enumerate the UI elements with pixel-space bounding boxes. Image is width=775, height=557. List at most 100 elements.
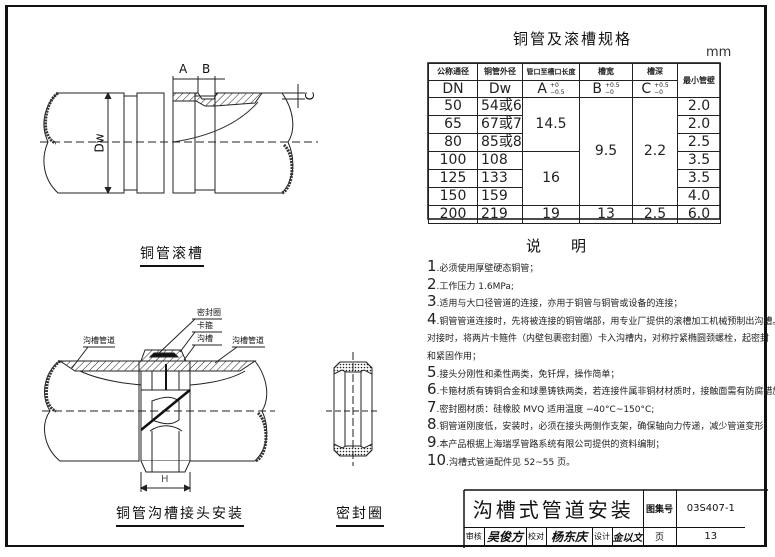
dim-dw-label: Dw: [92, 133, 107, 153]
label-seal-ring: 密封圈: [197, 308, 221, 317]
bolt-diagonal: [140, 389, 191, 431]
label-pipe-left: 沟槽管道: [83, 336, 115, 345]
note-item: 9.本产品根据上海瑞孚管路系统有限公司提供的资料编制；: [427, 432, 665, 451]
left-groove: [123, 95, 138, 191]
col-dw-cn: 铜管外径: [477, 63, 523, 81]
dim-c-label: C: [303, 91, 318, 101]
header-row-1: 公称通径 铜管外径 管口至槽口长度 槽宽 槽深 最小管壁: [428, 63, 721, 98]
dim-h-label: H: [161, 474, 169, 485]
cell-c-200: 2.5: [632, 205, 678, 224]
groove-section: [172, 92, 263, 107]
note-item: 6.卡箍材质有铸铜合金和球墨铸铁两类，若连接件属非铜材材质时，接触面需有防腐措施…: [427, 380, 775, 399]
dim-a-label: A: [179, 62, 188, 76]
cell-a-group1: 14.5: [522, 97, 580, 152]
notes-list: 1.必须使用厚壁硬态铜管； 2.工作压力 1.6MPa; 3.适用与大口径管道的…: [427, 257, 775, 469]
col-c-sym-cell: C+0.5−0: [632, 80, 678, 98]
cell-wall: 2.0: [677, 97, 721, 116]
cell-wall: 2.5: [677, 133, 721, 152]
label-groove: 沟槽: [197, 334, 213, 343]
spec-table: 公称通径 铜管外径 管口至槽口长度 槽宽 槽深 最小管壁 DN Dw A+0−0…: [428, 63, 721, 224]
note-item: 1.必须使用厚壁硬态铜管；: [427, 257, 539, 275]
col-b-tol-low: −0: [605, 89, 614, 96]
note-item: 和紧固作用；: [427, 351, 482, 362]
dim-b-label: B: [202, 62, 211, 76]
review-signature: 吴俊方: [483, 526, 527, 545]
note-item: 3.适用与大口径管道的连接，亦用于铜管与铜管或设备的连接；: [427, 292, 683, 311]
col-c-sym: C: [641, 81, 652, 97]
col-dw-sym: Dw: [477, 80, 523, 98]
note-item: 7.密封圈材质：硅橡胶 MVQ 适用温度 −40°C~150°C;: [427, 397, 655, 416]
seal-ring-drawing: [326, 352, 380, 466]
col-b-tol-up: +0.5: [605, 82, 620, 89]
check-label: 校对: [525, 526, 547, 545]
cell-dw: 159: [477, 187, 523, 206]
left-collar: [136, 92, 165, 194]
note-item: 对接时，将两片卡箍件（内壁包裹密封圈）卡入沟槽内，对称拧紧椭圆颈螺栓，起密封: [427, 334, 770, 345]
right-pipe-end-wall: [281, 143, 294, 195]
page-label: 页: [642, 526, 677, 545]
title-block: 沟槽式管道安装 图集号 03S407-1 审核 吴俊方 校对 杨东庆 设计 金以…: [464, 490, 746, 545]
design-signature: 金以文: [611, 526, 644, 545]
col-a-sym: A: [537, 81, 547, 97]
col-dn-cn: 公称通径: [428, 63, 478, 81]
col-c-tol-low: −0: [654, 89, 663, 96]
joint-drawing: [42, 318, 275, 492]
right-groove: [194, 95, 216, 191]
cell-dn: 200: [428, 205, 478, 224]
cell-dn: 100: [428, 151, 478, 170]
cell-dn: 150: [428, 187, 478, 206]
cell-dw: 54或60: [477, 97, 523, 116]
right-collar: [172, 92, 196, 194]
cell-dw: 133: [477, 169, 523, 188]
note-item: 2.工作压力 1.6MPa;: [427, 274, 514, 293]
label-clamp: 卡箍: [197, 321, 213, 330]
cell-wall: 6.0: [677, 205, 721, 224]
page-number: 13: [675, 526, 746, 545]
review-label: 审核: [464, 526, 485, 545]
cell-wall: 3.5: [677, 169, 721, 188]
groove-drawing: [40, 76, 318, 195]
cell-dn: 65: [428, 115, 478, 134]
col-b-sym: B: [592, 81, 603, 97]
joint-caption: 铜管沟槽接头安装: [116, 505, 244, 527]
col-b-cn: 槽宽: [579, 63, 633, 81]
notes-title: 说 明: [526, 237, 587, 255]
check-signature: 杨东庆: [545, 526, 593, 545]
col-c-cn: 槽深: [632, 63, 678, 81]
col-a-tol-low: −0.5: [550, 89, 565, 96]
note-item: 5.接头分刚性和柔性两类，免钎焊，操作简单；: [427, 362, 620, 381]
col-dn-sym: DN: [428, 80, 478, 98]
unit-label: mm: [706, 45, 732, 60]
col-a-tol-up: +0: [550, 82, 559, 89]
col-b-sym-cell: B+0.5−0: [579, 80, 633, 98]
atlas-no: 03S407-1: [675, 490, 746, 528]
cell-dw: 67或76: [477, 115, 523, 134]
col-a-cn: 管口至槽口长度: [522, 63, 580, 81]
cell-a-200: 19: [522, 205, 580, 224]
cell-b-200: 13: [579, 205, 633, 224]
cell-b-group1: 9.5: [579, 97, 633, 206]
cell-wall: 3.5: [677, 151, 721, 170]
table-row: 100 108 16 3.5: [428, 151, 721, 206]
note-item: 10.沟槽式管道配件见 52~55 页。: [427, 450, 576, 469]
col-c-tol-up: +0.5: [654, 82, 669, 89]
header-row-2: DN Dw A+0−0.5 B+0.5−0 C+0.5−0: [428, 80, 721, 98]
label-pipe-right: 沟槽管道: [232, 336, 264, 345]
drawing-title: 沟槽式管道安装: [464, 490, 644, 528]
table-row: 65 67或76 2.0: [428, 115, 721, 134]
cell-wall: 4.0: [677, 187, 721, 206]
cell-dn: 80: [428, 133, 478, 152]
cell-dw: 219: [477, 205, 523, 224]
col-wall-cn: 最小管壁: [677, 63, 721, 98]
note-item: 4.铜管管道连接时，先将被连接的铜管端部，用专业厂提供的滚槽加工机械预制出沟槽。: [427, 309, 775, 328]
groove-caption: 铜管滚槽: [140, 245, 204, 267]
table-row: 200 219 19 13 2.5 6.0: [428, 205, 721, 224]
drawing-frame: [5, 5, 767, 547]
cell-wall: 2.0: [677, 115, 721, 134]
cell-dn: 125: [428, 169, 478, 188]
col-a-sym-cell: A+0−0.5: [522, 80, 580, 98]
spec-title: 铜管及滚槽规格: [513, 30, 633, 48]
cell-a-group2: 16: [522, 151, 580, 206]
atlas-no-label: 图集号: [642, 490, 677, 528]
right-pipe-body: [214, 92, 294, 194]
